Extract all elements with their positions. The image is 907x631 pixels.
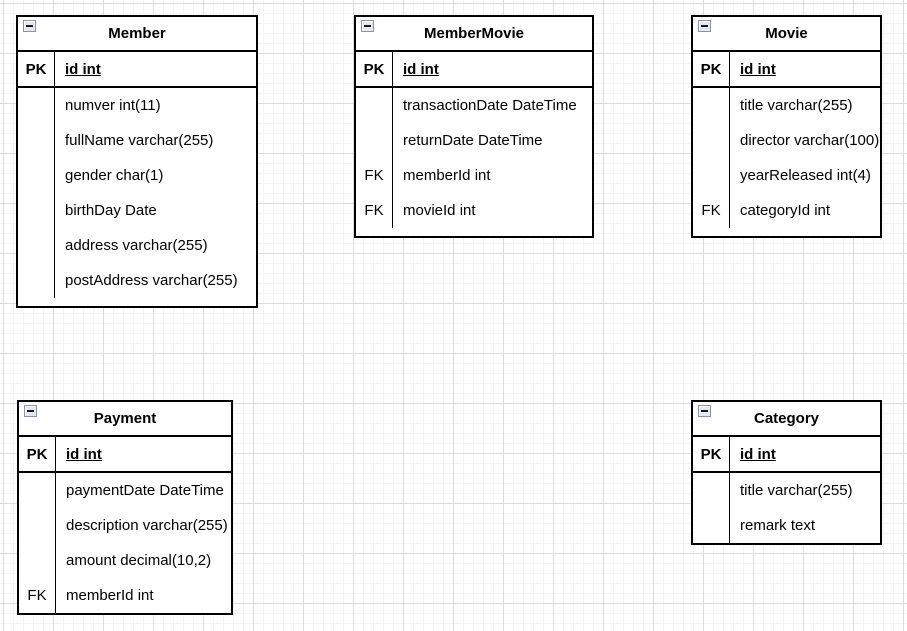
field-name: yearReleased int(4) bbox=[740, 167, 871, 184]
field-name: remark text bbox=[740, 517, 816, 534]
key-cell bbox=[18, 158, 55, 193]
field-row[interactable]: birthDay Date bbox=[18, 193, 256, 228]
field-name: title varchar(255) bbox=[740, 97, 853, 114]
entity-title: Category bbox=[753, 410, 820, 427]
field-name: memberId int bbox=[403, 167, 491, 184]
field-row[interactable]: returnDate DateTime bbox=[356, 123, 592, 158]
field-row[interactable]: transactionDate DateTime bbox=[356, 88, 592, 123]
table-bottom-spacer bbox=[693, 228, 880, 236]
field-row[interactable]: remark text bbox=[693, 508, 880, 543]
entity-header[interactable]: Member bbox=[18, 17, 256, 52]
pk-field-name: id int bbox=[740, 445, 776, 463]
key-cell bbox=[693, 473, 730, 508]
key-cell bbox=[693, 88, 730, 123]
field-row[interactable]: paymentDate DateTime bbox=[19, 473, 231, 508]
entity-title: Payment bbox=[93, 410, 157, 427]
table-bottom-spacer bbox=[18, 298, 256, 306]
entity-title: Movie bbox=[765, 25, 808, 42]
entity-header[interactable]: Movie bbox=[693, 17, 880, 52]
pk-label: PK bbox=[356, 52, 393, 86]
field-name: address varchar(255) bbox=[65, 237, 208, 254]
primary-key-row[interactable]: PK id int bbox=[19, 437, 231, 473]
field-row[interactable]: fullName varchar(255) bbox=[18, 123, 256, 158]
fk-label: FK bbox=[693, 193, 730, 228]
collapse-minus-icon[interactable] bbox=[698, 20, 711, 32]
key-cell bbox=[693, 508, 730, 543]
field-name: categoryId int bbox=[740, 202, 831, 219]
entity-header[interactable]: Payment bbox=[19, 402, 231, 437]
field-row[interactable]: FK memberId int bbox=[19, 578, 231, 613]
field-row[interactable]: director varchar(100) bbox=[693, 123, 880, 158]
field-name: gender char(1) bbox=[65, 167, 164, 184]
field-row[interactable]: FK categoryId int bbox=[693, 193, 880, 228]
pk-field-name: id int bbox=[66, 445, 102, 463]
entity-title: MemberMovie bbox=[423, 25, 525, 42]
field-name: memberId int bbox=[66, 587, 154, 604]
entity-header[interactable]: MemberMovie bbox=[356, 17, 592, 52]
key-cell bbox=[19, 473, 56, 508]
key-cell bbox=[356, 123, 393, 158]
entity-header[interactable]: Category bbox=[693, 402, 880, 437]
key-cell bbox=[18, 123, 55, 158]
fk-label: FK bbox=[356, 158, 393, 193]
field-row[interactable]: gender char(1) bbox=[18, 158, 256, 193]
field-row[interactable]: numver int(11) bbox=[18, 88, 256, 123]
primary-key-row[interactable]: PK id int bbox=[693, 437, 880, 473]
field-row[interactable]: title varchar(255) bbox=[693, 473, 880, 508]
field-name: returnDate DateTime bbox=[403, 132, 543, 149]
primary-key-row[interactable]: PK id int bbox=[18, 52, 256, 88]
pk-label: PK bbox=[693, 437, 730, 471]
key-cell bbox=[356, 88, 393, 123]
fk-label: FK bbox=[356, 193, 393, 228]
pk-label: PK bbox=[18, 52, 55, 86]
field-name: postAddress varchar(255) bbox=[65, 272, 238, 289]
field-name: director varchar(100) bbox=[740, 132, 880, 149]
field-name: description varchar(255) bbox=[66, 517, 228, 534]
pk-label: PK bbox=[693, 52, 730, 86]
field-name: paymentDate DateTime bbox=[66, 482, 224, 499]
field-row[interactable]: description varchar(255) bbox=[19, 508, 231, 543]
field-row[interactable]: amount decimal(10,2) bbox=[19, 543, 231, 578]
field-name: fullName varchar(255) bbox=[65, 132, 214, 149]
collapse-minus-icon[interactable] bbox=[698, 405, 711, 417]
field-name: transactionDate DateTime bbox=[403, 97, 577, 114]
key-cell bbox=[18, 193, 55, 228]
field-row[interactable]: title varchar(255) bbox=[693, 88, 880, 123]
primary-key-row[interactable]: PK id int bbox=[356, 52, 592, 88]
field-name: birthDay Date bbox=[65, 202, 157, 219]
field-name: numver int(11) bbox=[65, 97, 161, 114]
pk-field-name: id int bbox=[403, 60, 439, 78]
key-cell bbox=[19, 543, 56, 578]
key-cell bbox=[18, 228, 55, 263]
field-row[interactable]: yearReleased int(4) bbox=[693, 158, 880, 193]
field-row[interactable]: FK memberId int bbox=[356, 158, 592, 193]
field-row[interactable]: address varchar(255) bbox=[18, 228, 256, 263]
key-cell bbox=[19, 508, 56, 543]
primary-key-row[interactable]: PK id int bbox=[693, 52, 880, 88]
key-cell bbox=[18, 88, 55, 123]
field-row[interactable]: postAddress varchar(255) bbox=[18, 263, 256, 298]
key-cell bbox=[18, 263, 55, 298]
entity-title: Member bbox=[108, 25, 166, 42]
pk-label: PK bbox=[19, 437, 56, 471]
key-cell bbox=[693, 123, 730, 158]
collapse-minus-icon[interactable] bbox=[361, 20, 374, 32]
collapse-minus-icon[interactable] bbox=[23, 20, 36, 32]
table-bottom-spacer bbox=[356, 228, 592, 236]
pk-field-name: id int bbox=[740, 60, 776, 78]
fk-label: FK bbox=[19, 578, 56, 613]
field-name: title varchar(255) bbox=[740, 482, 853, 499]
field-row[interactable]: FK movieId int bbox=[356, 193, 592, 228]
pk-field-name: id int bbox=[65, 60, 101, 78]
collapse-minus-icon[interactable] bbox=[24, 405, 37, 417]
field-name: movieId int bbox=[403, 202, 476, 219]
key-cell bbox=[693, 158, 730, 193]
field-name: amount decimal(10,2) bbox=[66, 552, 212, 569]
